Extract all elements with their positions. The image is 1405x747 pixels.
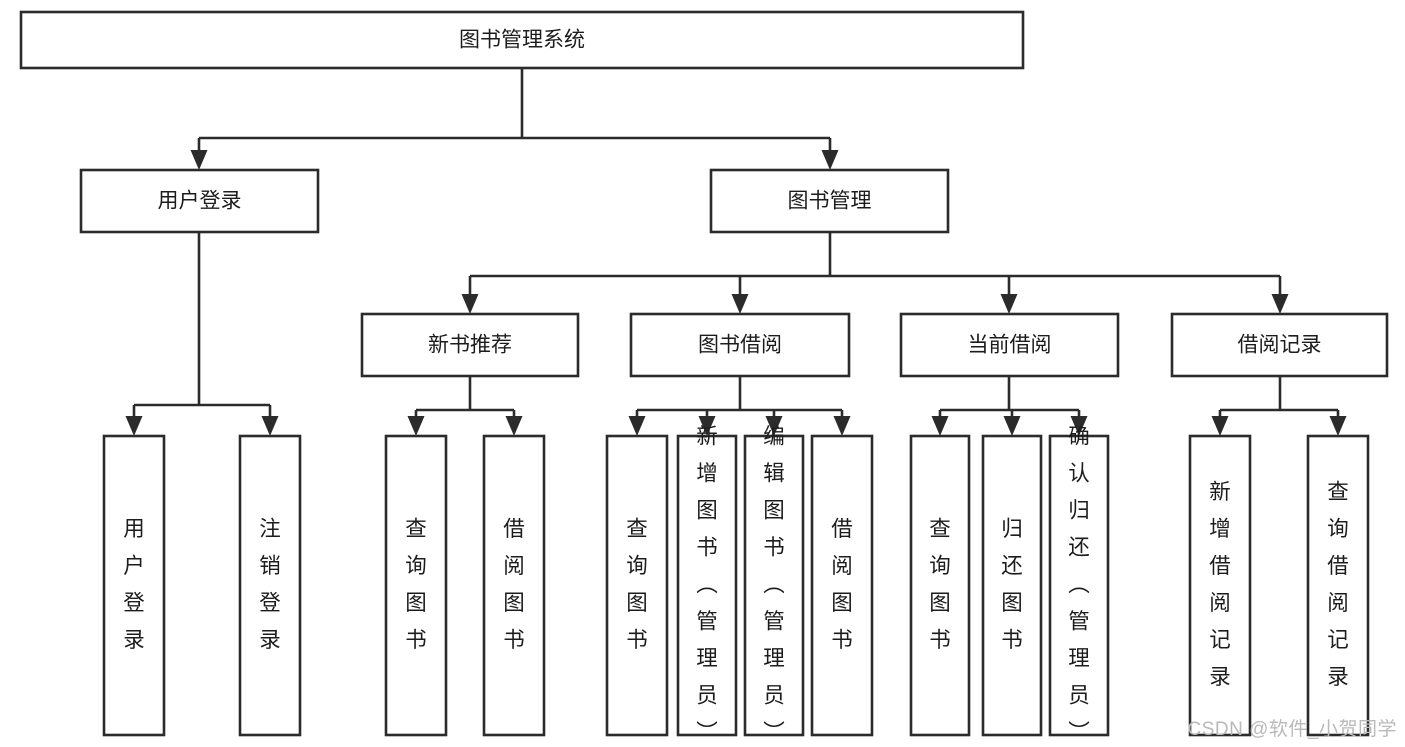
node-leaf-6-label: 编辑图书︵管理员︶ [763,424,785,744]
node-leaf-4-label: 查询图书 [626,517,648,652]
node-leaf-9[interactable]: 归还图书 [981,434,1043,737]
node-level3-1-rect[interactable] [629,312,851,378]
node-leaf-9-rect[interactable] [981,434,1043,737]
arrow-down-icon [505,416,523,436]
node-level3-1-label: 图书借阅 [698,334,782,357]
node-leaf-11-rect[interactable] [1188,434,1252,737]
arrow-down-icon [833,416,851,436]
node-leaf-12[interactable]: 查询借阅记录 [1306,434,1370,737]
arrow-down-icon [461,294,479,314]
node-leaf-2[interactable]: 查询图书 [384,434,448,737]
node-level3-3-rect[interactable] [1170,312,1389,378]
arrow-down-icon [821,150,839,170]
node-leaf-7-label: 借阅图书 [831,517,853,652]
node-level2-1-rect[interactable] [709,168,950,234]
node-leaf-0-rect[interactable] [102,434,166,737]
node-leaf-3-rect[interactable] [482,434,546,737]
node-leaf-1-label: 注销登录 [259,517,281,652]
node-leaf-8-rect[interactable] [909,434,971,737]
node-level2-1[interactable]: 图书管理 [709,168,950,234]
node-root[interactable]: 图书管理系统 [19,10,1025,70]
node-level2-0-rect[interactable] [79,168,320,234]
node-leaf-0[interactable]: 用户登录 [102,434,166,737]
arrow-down-icon [731,294,749,314]
node-leaf-11[interactable]: 新增借阅记录 [1188,434,1252,737]
node-leaf-1-rect[interactable] [238,434,302,737]
node-leaf-4[interactable]: 查询图书 [605,434,669,737]
node-level3-0[interactable]: 新书推荐 [360,312,580,378]
csdn-watermark: CSDN @软件_小贺同学 [1187,719,1397,740]
node-leaf-5-rect[interactable] [676,434,738,737]
node-leaf-11-label: 新增借阅记录 [1209,480,1231,689]
node-leaf-5[interactable]: 新增图书︵管理员︶ [676,424,738,744]
node-level2-0[interactable]: 用户登录 [79,168,320,234]
node-leaf-7-rect[interactable] [810,434,874,737]
arrow-down-icon [125,416,143,436]
node-leaf-2-rect[interactable] [384,434,448,737]
connector-lines [125,68,1347,436]
node-leaf-1[interactable]: 注销登录 [238,434,302,737]
node-leaf-6[interactable]: 编辑图书︵管理员︶ [743,424,805,744]
node-leaf-8-label: 查询图书 [929,517,951,652]
node-level3-0-rect[interactable] [360,312,580,378]
arrow-down-icon [931,416,949,436]
arrow-down-icon [1070,416,1088,436]
node-level3-2[interactable]: 当前借阅 [899,312,1120,378]
node-level2-1-label: 图书管理 [788,190,872,213]
node-boxes: 图书管理系统用户登录图书管理新书推荐图书借阅当前借阅借阅记录用户登录注销登录查询… [19,10,1389,744]
arrow-down-icon [1003,416,1021,436]
node-leaf-7[interactable]: 借阅图书 [810,434,874,737]
arrow-down-icon [1000,294,1018,314]
node-level3-1[interactable]: 图书借阅 [629,312,851,378]
node-leaf-3-label: 借阅图书 [503,517,525,652]
node-leaf-8[interactable]: 查询图书 [909,434,971,737]
arrow-down-icon [190,150,208,170]
node-level2-0-label: 用户登录 [158,190,242,213]
arrow-down-icon [1211,416,1229,436]
arrow-down-icon [1329,416,1347,436]
node-leaf-0-label: 用户登录 [123,517,145,652]
arrow-down-icon [765,416,783,436]
node-root-rect[interactable] [19,10,1025,70]
node-root-label: 图书管理系统 [459,29,585,52]
node-leaf-10-label: 确认归还︵管理员︶ [1068,424,1090,744]
arrow-down-icon [407,416,425,436]
node-leaf-2-label: 查询图书 [405,517,427,652]
arrow-down-icon [1271,294,1289,314]
node-leaf-12-label: 查询借阅记录 [1327,480,1349,689]
node-leaf-3[interactable]: 借阅图书 [482,434,546,737]
node-leaf-10-rect[interactable] [1048,434,1110,737]
node-level3-3[interactable]: 借阅记录 [1170,312,1389,378]
node-leaf-4-rect[interactable] [605,434,669,737]
arrow-down-icon [628,416,646,436]
node-level3-2-label: 当前借阅 [968,334,1052,357]
node-leaf-9-label: 归还图书 [1001,517,1023,652]
node-level3-2-rect[interactable] [899,312,1120,378]
node-leaf-6-rect[interactable] [743,434,805,737]
arrow-down-icon [698,416,716,436]
arrow-down-icon [261,416,279,436]
node-level3-3-label: 借阅记录 [1238,334,1322,357]
node-level3-0-label: 新书推荐 [428,334,512,357]
node-leaf-10[interactable]: 确认归还︵管理员︶ [1048,424,1110,744]
node-leaf-5-label: 新增图书︵管理员︶ [696,424,718,744]
node-leaf-12-rect[interactable] [1306,434,1370,737]
